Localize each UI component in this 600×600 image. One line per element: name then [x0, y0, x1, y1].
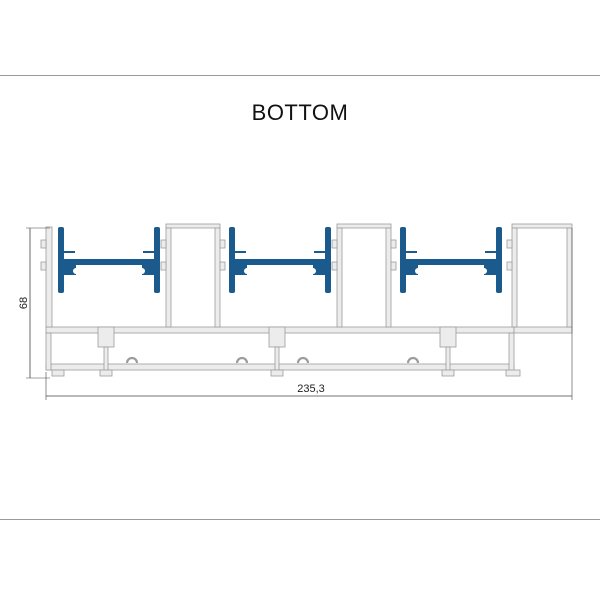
right-box-right — [566, 227, 573, 328]
box-notch — [160, 239, 167, 249]
track-3-stem — [445, 346, 451, 371]
right-box-top — [511, 223, 573, 229]
insert-right-leg — [154, 227, 160, 293]
insert-hook — [235, 265, 247, 275]
box-notch — [331, 261, 338, 271]
blue-inserts — [58, 227, 502, 293]
track-2-blue-insert — [229, 227, 331, 293]
track-1-blue-insert — [58, 227, 160, 293]
insert-left-leg — [400, 227, 406, 293]
insert-crossbar — [64, 259, 154, 265]
gasket-clip — [235, 356, 249, 364]
track-2-foot — [270, 369, 284, 377]
insert-hole — [310, 268, 316, 274]
insert-hole — [481, 268, 487, 274]
wall-notch — [40, 239, 47, 249]
box-notch — [390, 239, 397, 249]
box-notch — [506, 261, 513, 271]
insert-lug — [64, 251, 75, 253]
box-notch — [506, 239, 513, 249]
height-dimension-label: 68 — [18, 297, 30, 309]
insert-left-leg — [58, 227, 64, 293]
track-3-channel — [439, 326, 457, 348]
wall-notch — [40, 261, 47, 271]
insert-right-leg — [325, 227, 331, 293]
track-2-box-top — [336, 223, 392, 229]
track-1-stem — [103, 346, 109, 371]
track-1-box-right — [214, 227, 221, 328]
track-2-channel — [268, 326, 286, 348]
bottom-rail — [45, 363, 515, 371]
left-wall-upper — [45, 226, 53, 328]
box-notch — [219, 261, 226, 271]
insert-right-leg — [496, 227, 502, 293]
width-dimension-label: 235,3 — [297, 383, 325, 395]
insert-hook — [142, 265, 154, 275]
box-notch — [390, 261, 397, 271]
insert-hole — [139, 268, 145, 274]
bottom-border-line — [0, 519, 600, 520]
box-notch — [219, 239, 226, 249]
insert-lug — [143, 251, 154, 253]
insert-hole — [244, 268, 250, 274]
insert-hook — [484, 265, 496, 275]
insert-hole — [415, 268, 421, 274]
box-notch — [331, 239, 338, 249]
track-2-box-left — [336, 227, 343, 328]
insert-hook — [64, 265, 76, 275]
right-chamber-wall — [508, 332, 515, 373]
drawing-title: BOTTOM — [251, 100, 349, 125]
insert-crossbar — [406, 259, 496, 265]
foot — [51, 369, 65, 377]
right-box-left — [511, 227, 518, 328]
aluminium-profile — [40, 223, 573, 377]
foot — [505, 369, 521, 377]
middle-rail-right — [513, 326, 573, 334]
insert-hole — [73, 268, 79, 274]
track-1-channel — [97, 326, 115, 348]
gasket-clip — [406, 356, 420, 364]
top-border-line — [0, 75, 600, 76]
gasket-clip — [296, 356, 310, 364]
track-1-foot — [99, 369, 113, 377]
insert-left-leg — [229, 227, 235, 293]
track-3-blue-insert — [400, 227, 502, 293]
insert-hook — [313, 265, 325, 275]
insert-lug — [235, 251, 246, 253]
track-1-box-left — [165, 227, 172, 328]
insert-crossbar — [235, 259, 325, 265]
track-3-foot — [441, 369, 455, 377]
box-notch — [160, 261, 167, 271]
track-1-box-top — [165, 223, 221, 229]
left-wall-lower — [45, 332, 52, 371]
dimension-lines: 68 235,3 — [18, 227, 573, 400]
track-2-stem — [274, 346, 280, 371]
insert-lug — [485, 251, 496, 253]
insert-lug — [314, 251, 325, 253]
insert-hook — [406, 265, 418, 275]
gasket-clip — [125, 356, 139, 364]
insert-lug — [406, 251, 417, 253]
track-2-box-right — [385, 227, 392, 328]
